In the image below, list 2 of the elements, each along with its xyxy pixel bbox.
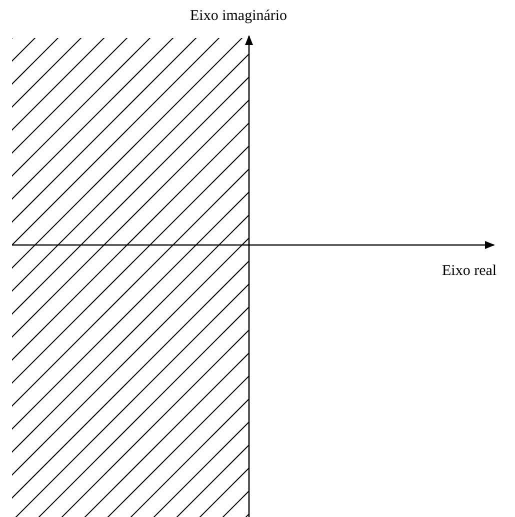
axis-label: Eixo real (442, 263, 497, 280)
axis-label: Eixo imaginário (190, 8, 288, 25)
